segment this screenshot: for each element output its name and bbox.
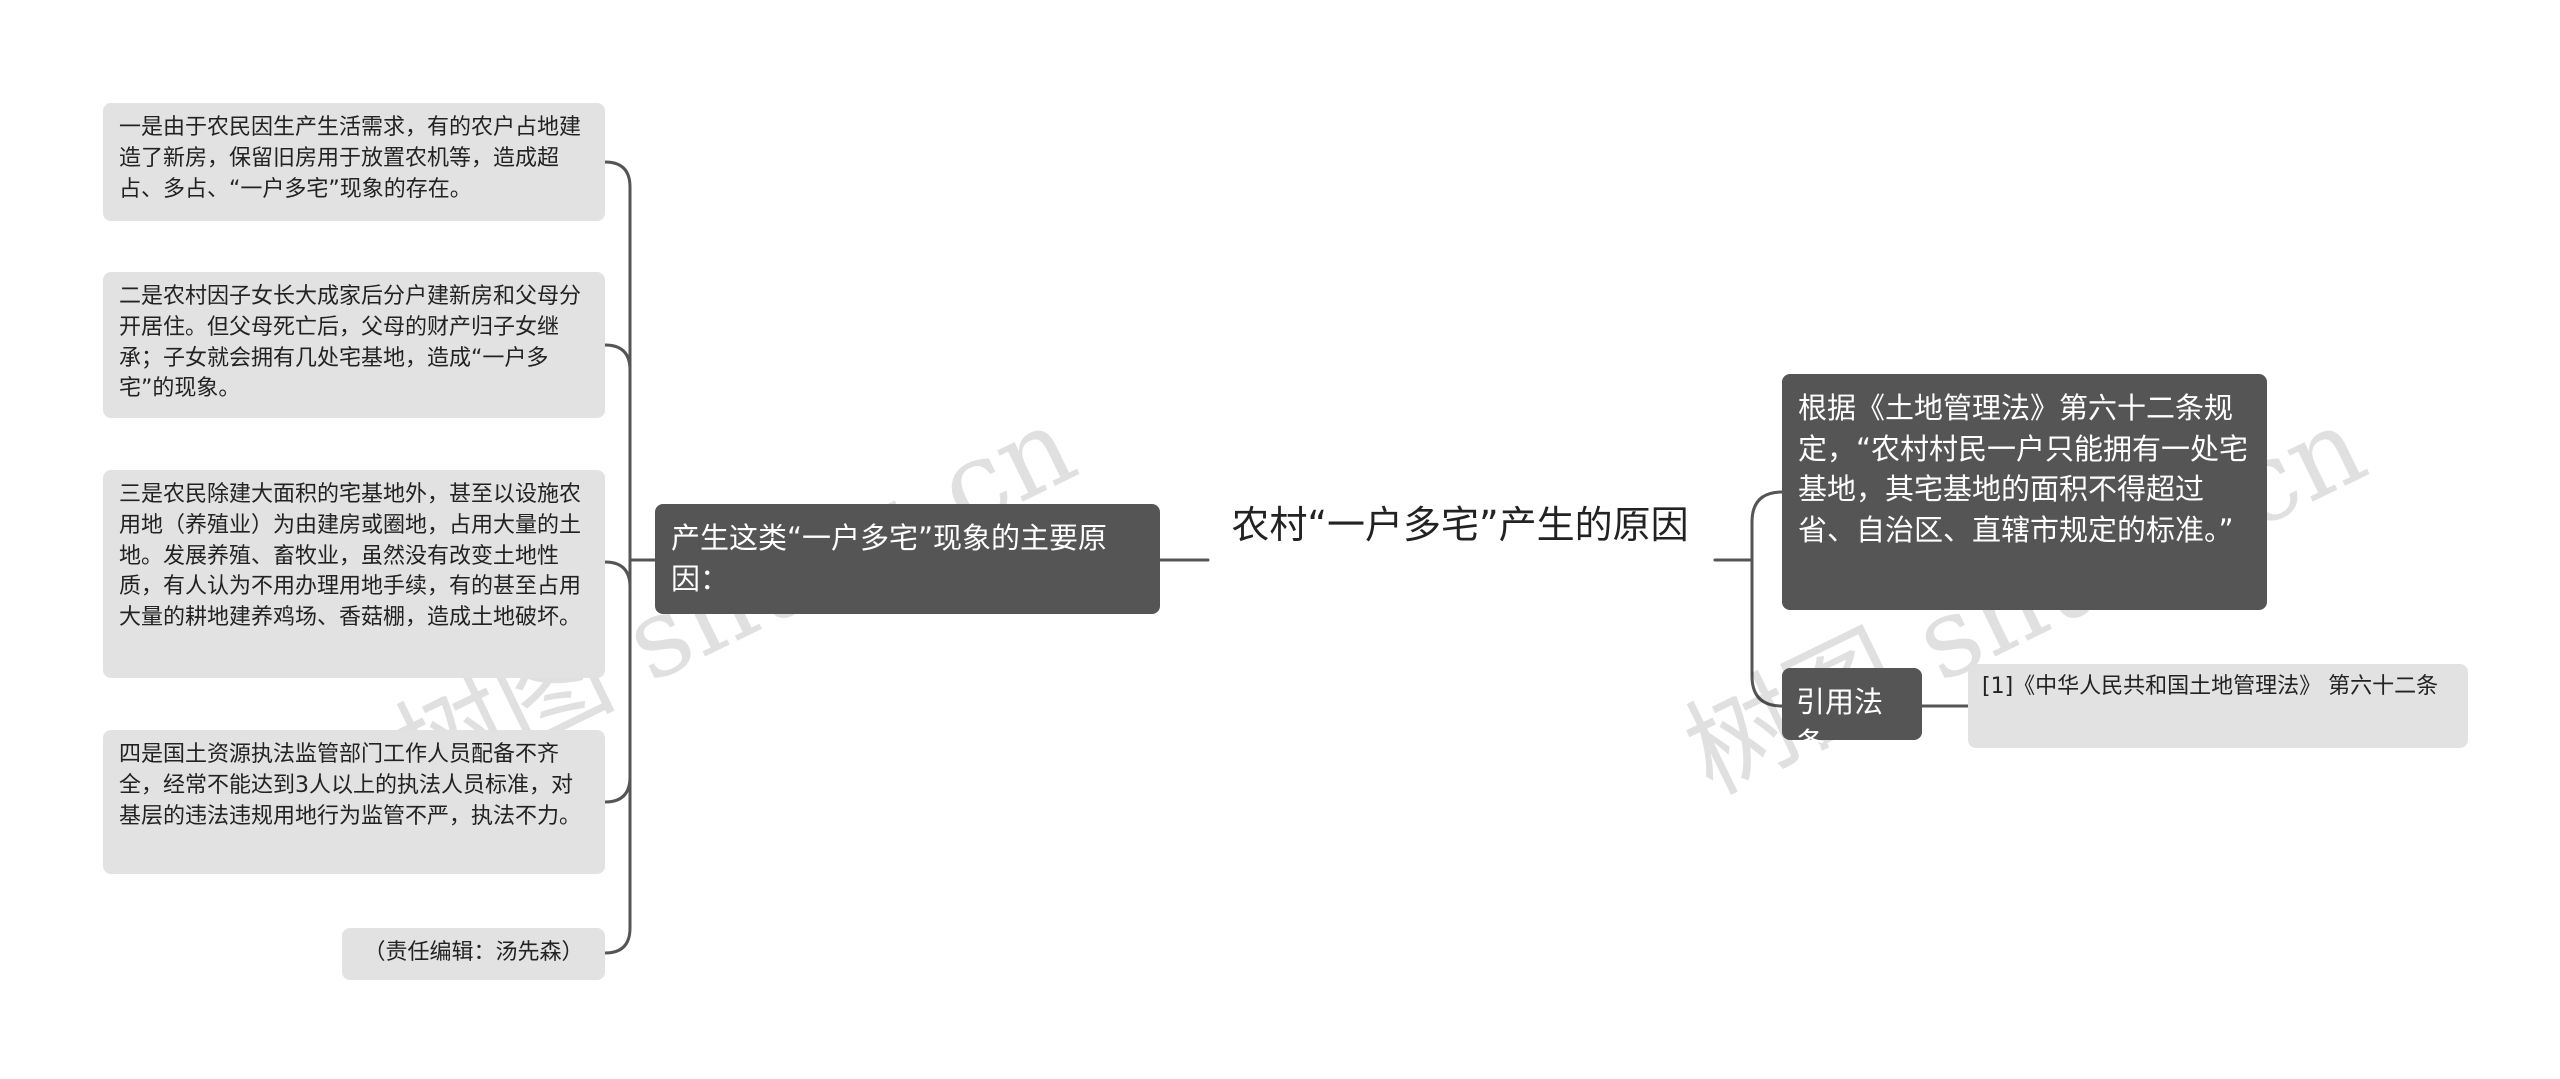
leaf-reason-4[interactable]: 四是国土资源执法监管部门工作人员配备不齐全，经常不能达到3人以上的执法人员标准，…: [103, 730, 605, 874]
branch-main-reasons-label: 产生这类“一户多宅”现象的主要原因：: [671, 521, 1108, 596]
link-leaf-2: [603, 343, 632, 372]
leaf-reason-1-text: 一是由于农民因生产生活需求，有的农户占地建造了新房，保留旧房用于放置农机等，造成…: [119, 115, 582, 202]
leaf-reason-2-text: 二是农村因子女长大成家后分户建新房和父母分开居住。但父母死亡后，父母的财产归子女…: [119, 284, 582, 402]
branch-law-text-label: 根据《土地管理法》第六十二条规定，“农村村民一户只能拥有一处宅基地，其宅基地的面…: [1798, 391, 2249, 547]
leaf-reason-1[interactable]: 一是由于农民因生产生活需求，有的农户占地建造了新房，保留旧房用于放置农机等，造成…: [103, 103, 605, 221]
link-leaf-3: [603, 560, 632, 589]
branch-citation-label: 引用法条: [1796, 685, 1884, 760]
leaf-reason-2[interactable]: 二是农村因子女长大成家后分户建新房和父母分开居住。但父母死亡后，父母的财产归子女…: [103, 272, 605, 418]
root-topic[interactable]: 农村“一户多宅”产生的原因: [1230, 498, 1690, 553]
leaf-reason-3[interactable]: 三是农民除建大面积的宅基地外，甚至以设施农用地（养殖业）为由建房或圈地，占用大量…: [103, 470, 605, 678]
leaf-editor-note-text: （责任编辑：汤先森）: [363, 940, 584, 965]
branch-citation[interactable]: 引用法条: [1782, 668, 1922, 760]
branch-main-reasons[interactable]: 产生这类“一户多宅”现象的主要原因：: [655, 504, 1160, 614]
leaf-citation[interactable]: [1]《中华人民共和国土地管理法》 第六十二条: [1968, 664, 2468, 748]
leaf-reason-4-text: 四是国土资源执法监管部门工作人员配备不齐全，经常不能达到3人以上的执法人员标准，…: [119, 742, 582, 829]
leaf-citation-text: [1]《中华人民共和国土地管理法》 第六十二条: [1982, 674, 2439, 699]
leaf-editor-note[interactable]: （责任编辑：汤先森）: [342, 928, 605, 980]
link-leaf-4: [603, 775, 632, 804]
link-left-bracket: [603, 160, 632, 955]
leaf-reason-3-text: 三是农民除建大面积的宅基地外，甚至以设施农用地（养殖业）为由建房或圈地，占用大量…: [119, 482, 582, 631]
branch-law-text[interactable]: 根据《土地管理法》第六十二条规定，“农村村民一户只能拥有一处宅基地，其宅基地的面…: [1782, 374, 2267, 610]
root-topic-label: 农村“一户多宅”产生的原因: [1231, 503, 1689, 547]
link-right-bracket: [1750, 490, 1784, 708]
